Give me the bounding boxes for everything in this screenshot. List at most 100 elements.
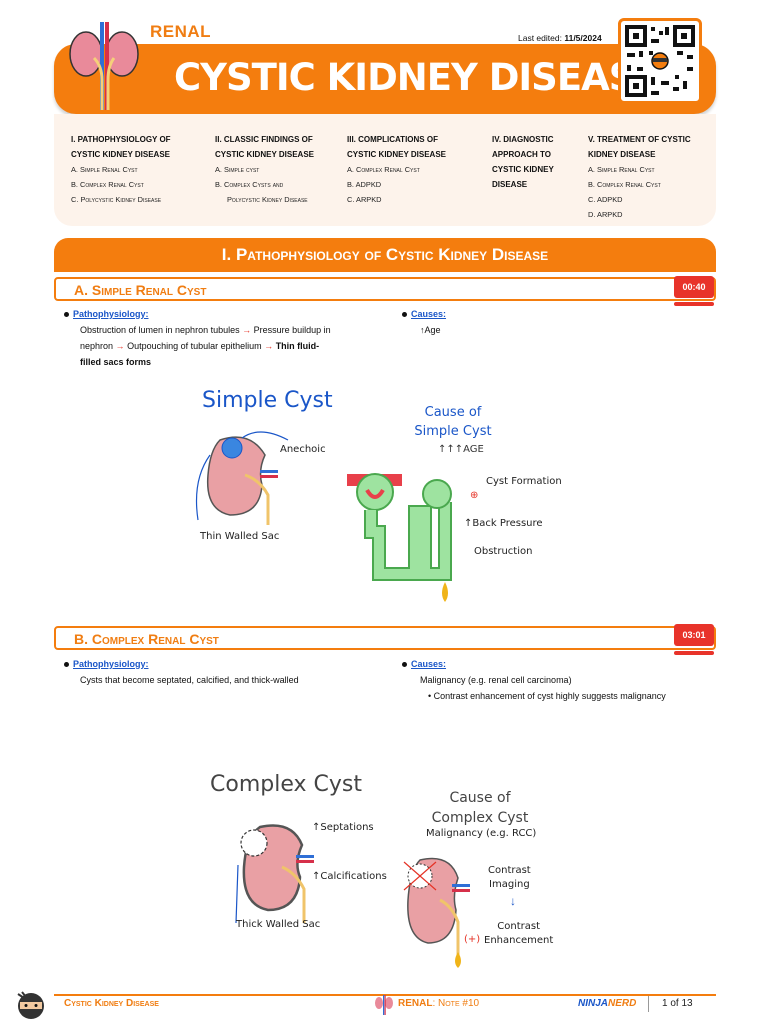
toc-heading[interactable]: CYSTIC KIDNEY DISEASE (71, 150, 170, 159)
last-edited-date: 11/5/2024 (564, 33, 602, 43)
footer-note: RENAL: Note #10 (398, 998, 479, 1009)
cause-title: Cause of Complex Cyst (420, 788, 540, 828)
plus-icon: ⊕ (470, 490, 479, 501)
patho-text: Thin fluid- (275, 341, 320, 351)
table-of-contents: I. PATHOPHYSIOLOGY OF CYSTIC KIDNEY DISE… (54, 114, 716, 226)
complex-cyst-kidney-icon (235, 824, 314, 924)
video-progress-bar (674, 651, 714, 655)
video-progress-bar (674, 302, 714, 306)
patho-label: Pathophysiology: (73, 309, 149, 319)
toc-item[interactable]: B. Complex Renal Cyst (71, 180, 144, 189)
bullet-dot (402, 312, 407, 318)
page-number: 1 of 13 (662, 998, 693, 1009)
cause-title-line: Cause of (449, 790, 511, 806)
cause-title-line: Cause of (424, 405, 482, 420)
rcc-kidney-icon (403, 857, 470, 968)
category-label: RENAL (150, 22, 212, 41)
toc-heading[interactable]: CYSTIC KIDNEY DISEASE (347, 150, 446, 159)
causes-label: Causes: (411, 659, 447, 669)
section-banner: I. Pathophysiology of Cystic Kidney Dise… (54, 238, 716, 272)
label-line: Contrast (497, 921, 540, 932)
toc-heading[interactable]: IV. DIAGNOSTIC (492, 135, 554, 144)
bullet-dot (64, 662, 69, 668)
patho-text: Pressure buildup in (253, 325, 331, 335)
malignancy-label: Malignancy (e.g. RCC) (426, 828, 537, 839)
cause-title-line: Simple Cyst (414, 424, 492, 439)
toc-item[interactable]: D. ARPKD (588, 210, 623, 219)
obstruction-label: Obstruction (474, 546, 533, 557)
video-timestamp-button[interactable]: 00:40 (674, 276, 714, 298)
arrow-right-icon: → (264, 341, 274, 351)
subsection-header-simple: A. Simple Renal Cyst (54, 277, 716, 301)
footer-separator (648, 996, 649, 1012)
video-timestamp-button[interactable]: 03:01 (674, 624, 714, 646)
toc-heading[interactable]: KIDNEY DISEASE (588, 150, 656, 159)
complex-causes-block: Causes: Malignancy (e.g. renal cell carc… (402, 656, 712, 704)
toc-heading[interactable]: I. PATHOPHYSIOLOGY OF (71, 135, 171, 144)
bullet-dot (402, 662, 407, 668)
label-line: Enhancement (484, 935, 554, 946)
back-pressure-label: ↑Back Pressure (464, 518, 543, 529)
toc-heading[interactable]: APPROACH TO (492, 150, 551, 159)
toc-heading[interactable]: II. CLASSIC FINDINGS OF (215, 135, 313, 144)
toc-item[interactable]: B. Complex Cysts and (215, 180, 284, 189)
patho-text: nephron (80, 341, 114, 351)
toc-column-3: III. COMPLICATIONS OF CYSTIC KIDNEY DISE… (347, 132, 446, 207)
toc-heading[interactable]: CYSTIC KIDNEY (492, 165, 554, 174)
nephron-diagram-icon (347, 473, 452, 602)
ninja-mascot-icon (17, 991, 44, 1019)
plus-label: (+) (464, 934, 481, 945)
causes-subtext: Contrast enhancement of cyst highly sugg… (433, 691, 666, 701)
septations-label: ↑Septations (312, 822, 374, 833)
subsection-title: A. Simple Renal Cyst (74, 282, 207, 298)
qr-code-icon[interactable] (618, 18, 702, 104)
figure-title: Complex Cyst (210, 772, 362, 797)
patho-text: Obstruction of lumen in nephron tubules (80, 325, 240, 335)
arrow-right-icon: → (242, 325, 252, 335)
cause-title: Cause of Simple Cyst (408, 403, 498, 441)
kidney-logo-icon (69, 22, 139, 110)
toc-item[interactable]: A. Simple cyst (215, 165, 260, 174)
toc-heading[interactable]: III. COMPLICATIONS OF (347, 135, 438, 144)
toc-item[interactable]: B. Complex Renal Cyst (588, 180, 661, 189)
kidney-small-icon (375, 995, 393, 1015)
causes-text: Malignancy (e.g. renal cell carcinoma) (420, 675, 572, 685)
toc-item[interactable]: C. Polycystic Kidney Disease (71, 195, 162, 204)
age-label: ↑↑↑AGE (438, 444, 484, 455)
figure-title: Simple Cyst (202, 388, 333, 413)
label-line: Imaging (489, 879, 530, 890)
label-line: Contrast (488, 865, 531, 876)
toc-item[interactable]: A. Simple Renal Cyst (588, 165, 655, 174)
toc-item[interactable]: Polycystic Kidney Disease (227, 195, 308, 204)
patho-text: Outpouching of tubular epithelium (127, 341, 262, 351)
page-title: CYSTIC KIDNEY DISEASE (174, 56, 660, 99)
causes-text: ↑Age (420, 325, 441, 335)
causes-label: Causes: (411, 309, 447, 319)
complex-patho-block: Pathophysiology: Cysts that become septa… (64, 656, 394, 688)
toc-heading[interactable]: V. TREATMENT OF CYSTIC (588, 135, 691, 144)
toc-heading[interactable]: CYSTIC KIDNEY DISEASE (215, 150, 314, 159)
toc-item[interactable]: A. Simple Renal Cyst (71, 165, 138, 174)
toc-item[interactable]: B. ADPKD (347, 180, 382, 189)
toc-heading[interactable]: DISEASE (492, 180, 528, 189)
patho-text: Cysts that become septated, calcified, a… (80, 675, 299, 685)
toc-column-2: II. CLASSIC FINDINGS OF CYSTIC KIDNEY DI… (215, 132, 314, 207)
footer-note-number: : Note #10 (432, 998, 480, 1009)
simple-causes-block: Causes: ↑Age (402, 306, 702, 338)
title-band: CYSTIC KIDNEY DISEASE (54, 44, 716, 114)
cyst-formation-label: Cyst Formation (486, 476, 562, 487)
brand-part: NERD (608, 998, 637, 1009)
anechoic-label: Anechoic (280, 444, 326, 455)
subsection-header-complex: B. Complex Renal Cyst (54, 626, 716, 650)
sub-bullet: • (428, 691, 434, 701)
footer-category: RENAL (398, 998, 433, 1009)
simple-cyst-kidney-icon (195, 431, 289, 525)
contrast-imaging-label: Contrast Imaging (488, 864, 531, 892)
toc-item[interactable]: A. Complex Renal Cyst (347, 165, 420, 174)
toc-item[interactable]: C. ADPKD (588, 195, 623, 204)
toc-item[interactable]: C. ARPKD (347, 195, 382, 204)
last-edited: Last edited: 11/5/2024 (518, 33, 602, 43)
contrast-enhancement-label: Contrast Enhancement (484, 920, 553, 948)
brand-logo: NINJANERD (578, 998, 636, 1009)
patho-text: filled sacs forms (80, 357, 152, 367)
